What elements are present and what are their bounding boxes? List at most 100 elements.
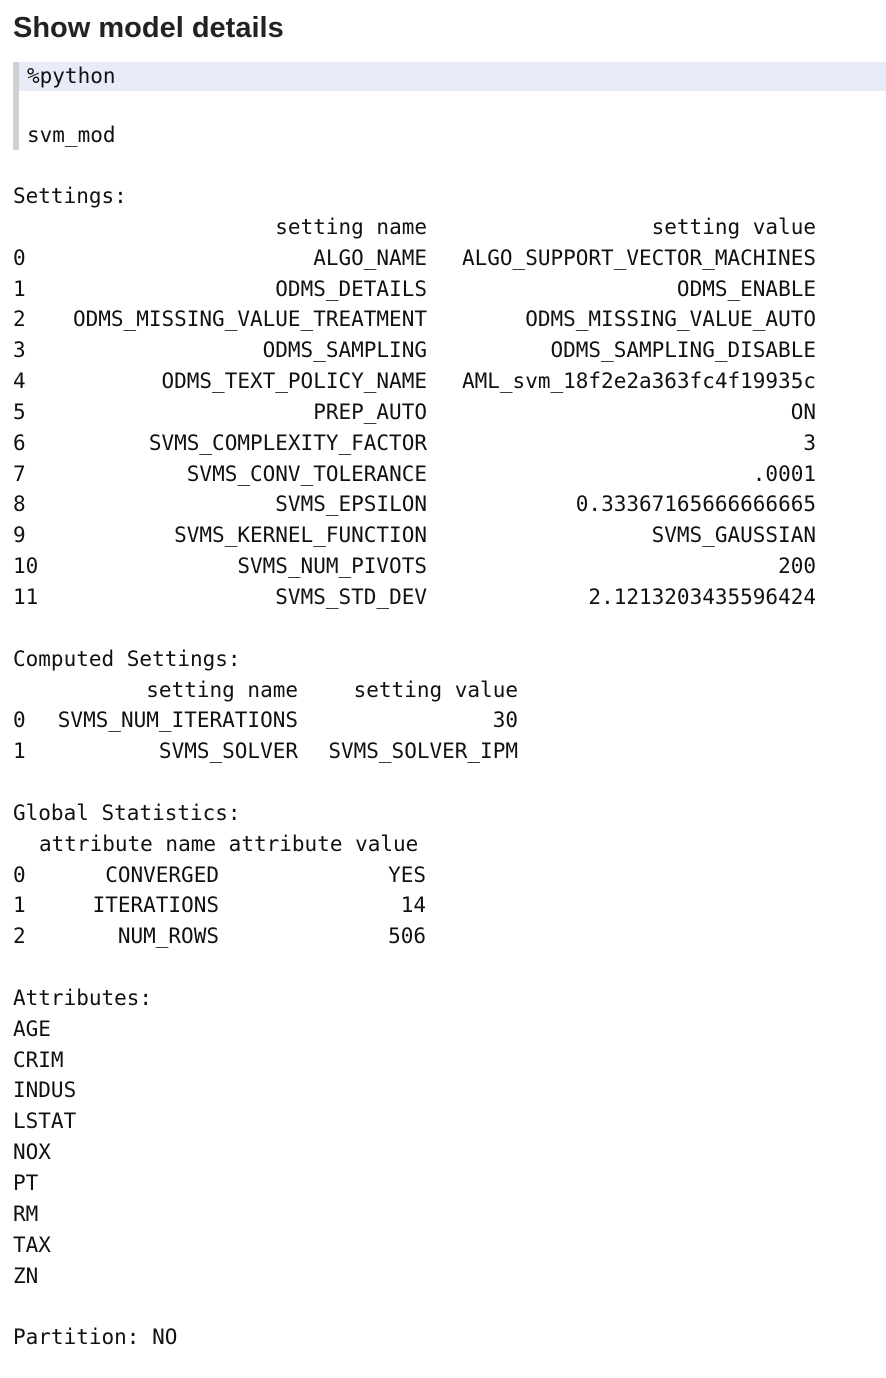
row-value: ODMS_SAMPLING_DISABLE (550, 338, 816, 363)
table-row: 0 ALGO_NAME ALGO_SUPPORT_VECTOR_MACHINES (13, 243, 816, 274)
row-index: 6 (13, 430, 26, 455)
attribute-item: ZN (13, 1263, 39, 1288)
code-cell[interactable]: %python svm_mod (13, 62, 886, 150)
column-header: setting value (651, 214, 816, 239)
global-statistics-heading: Global Statistics: (13, 800, 241, 825)
column-header: setting value (353, 677, 518, 702)
row-value: 506 (388, 924, 426, 949)
row-value: 14 (400, 893, 426, 918)
row-index: 5 (13, 399, 26, 424)
row-index: 8 (13, 492, 26, 517)
row-index: 7 (13, 461, 26, 486)
row-name: CONVERGED (105, 862, 219, 887)
column-header: setting name (146, 677, 298, 702)
row-value: 0.33367165666666665 (575, 492, 816, 517)
table-row: 3 ODMS_SAMPLING ODMS_SAMPLING_DISABLE (13, 335, 816, 366)
attribute-item: INDUS (13, 1078, 77, 1103)
table-row: 2 NUM_ROWS 506 (13, 921, 816, 952)
row-value: 200 (778, 554, 816, 579)
cell-output: Settings: setting name setting value 0 ALG… (13, 181, 816, 1353)
row-name: ODMS_DETAILS (275, 276, 427, 301)
row-value: .0001 (752, 461, 816, 486)
section-title: Show model details (13, 12, 284, 44)
attributes-heading: Attributes: (13, 985, 153, 1010)
row-index: 2 (13, 924, 26, 949)
row-name: SVMS_NUM_ITERATIONS (57, 708, 298, 733)
row-index: 11 (13, 584, 39, 609)
row-value: SVMS_SOLVER_IPM (328, 739, 518, 764)
row-value: 30 (492, 708, 518, 733)
partition-line: Partition: NO (13, 1325, 178, 1350)
table-row: 8 SVMS_EPSILON 0.33367165666666665 (13, 489, 816, 520)
row-index: 3 (13, 338, 26, 363)
row-index: 4 (13, 369, 26, 394)
row-name: ODMS_MISSING_VALUE_TREATMENT (72, 307, 427, 332)
row-name: SVMS_CONV_TOLERANCE (186, 461, 427, 486)
code-cell-highlight (19, 62, 886, 91)
row-name: SVMS_STD_DEV (275, 584, 427, 609)
blank-line (13, 613, 816, 644)
row-name: ODMS_TEXT_POLICY_NAME (161, 369, 427, 394)
attribute-item: CRIM (13, 1047, 64, 1072)
row-name: SVMS_KERNEL_FUNCTION (174, 523, 427, 548)
row-index: 1 (13, 893, 26, 918)
attribute-item: NOX (13, 1140, 51, 1165)
row-name: SVMS_NUM_PIVOTS (237, 554, 427, 579)
column-header: setting name (275, 214, 427, 239)
settings-heading: Settings: (13, 184, 127, 208)
blank-line (13, 952, 816, 983)
row-name: SVMS_COMPLEXITY_FACTOR (148, 430, 427, 455)
python-magic: %python (27, 64, 116, 88)
table-row: 2 ODMS_MISSING_VALUE_TREATMENT ODMS_MISSIN… (13, 304, 816, 335)
table-row: 1 SVMS_SOLVER SVMS_SOLVER_IPM (13, 736, 816, 767)
row-value: YES (388, 862, 426, 887)
row-name: ALGO_NAME (313, 245, 427, 270)
attribute-item: AGE (13, 1016, 51, 1041)
row-index: 10 (13, 554, 39, 579)
computed-settings-rows: 0 SVMS_NUM_ITERATIONS 30 1 SVMS_SOLVER SVMS_S… (13, 705, 816, 767)
table-row: 0 SVMS_NUM_ITERATIONS 30 (13, 705, 816, 736)
row-value: ODMS_ENABLE (676, 276, 816, 301)
row-value: ALGO_SUPPORT_VECTOR_MACHINES (461, 245, 816, 270)
row-name: PREP_AUTO (313, 399, 427, 424)
row-index: 1 (13, 739, 26, 764)
row-index: 0 (13, 245, 26, 270)
row-value: SVMS_GAUSSIAN (651, 523, 816, 548)
code-statement: svm_mod (27, 123, 116, 147)
global-statistics-header-row: attribute name attribute value (13, 829, 816, 860)
table-row: 5 PREP_AUTO ON (13, 397, 816, 428)
attribute-item: TAX (13, 1232, 51, 1257)
table-row: 1 ITERATIONS 14 (13, 890, 816, 921)
row-value: 3 (803, 430, 816, 455)
computed-settings-heading: Computed Settings: (13, 646, 241, 671)
table-row: 4 ODMS_TEXT_POLICY_NAME AML_svm_18f2e2a363… (13, 366, 816, 397)
blank-line (13, 767, 816, 798)
blank-line (13, 1291, 816, 1322)
row-name: ODMS_SAMPLING (262, 338, 427, 363)
row-index: 0 (13, 862, 26, 887)
table-row: 0 CONVERGED YES (13, 860, 816, 891)
row-name: NUM_ROWS (117, 924, 219, 949)
computed-settings-header-row: setting name setting value (13, 675, 816, 706)
global-statistics-rows: 0 CONVERGED YES 1 ITERATIONS 14 2 NUM_ROWS 506 (13, 860, 816, 953)
table-row: 6 SVMS_COMPLEXITY_FACTOR 3 (13, 428, 816, 459)
settings-header-row: setting name setting value (13, 212, 816, 243)
table-row: 11 SVMS_STD_DEV 2.1213203435596424 (13, 582, 816, 613)
row-value: ON (790, 399, 816, 424)
row-value: 2.1213203435596424 (588, 584, 816, 609)
row-value: AML_svm_18f2e2a363fc4f19935c (461, 369, 816, 394)
row-name: ITERATIONS (92, 893, 219, 918)
table-row: 10 SVMS_NUM_PIVOTS 200 (13, 551, 816, 582)
row-name: SVMS_EPSILON (275, 492, 427, 517)
column-header: attribute value (228, 831, 419, 856)
row-value: ODMS_MISSING_VALUE_AUTO (525, 307, 816, 332)
column-header: attribute name (39, 831, 217, 856)
row-index: 2 (13, 307, 26, 332)
row-index: 0 (13, 708, 26, 733)
attribute-item: PT (13, 1171, 39, 1195)
row-name: SVMS_SOLVER (158, 739, 298, 764)
